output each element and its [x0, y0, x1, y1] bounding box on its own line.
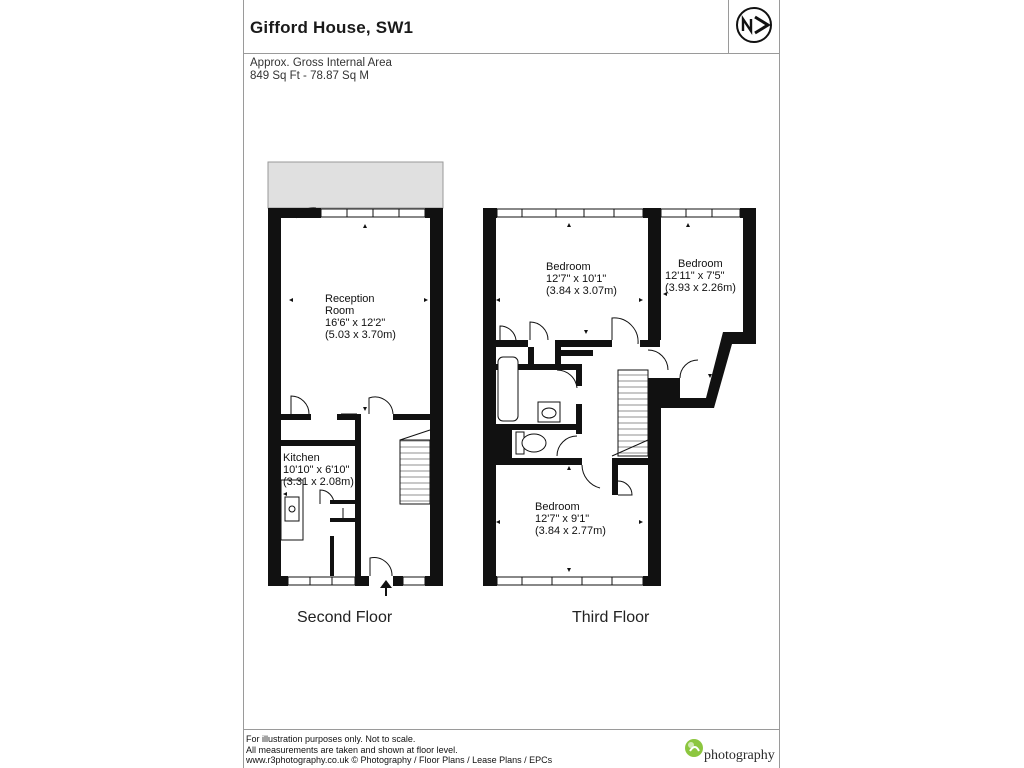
reception-imperial: 16'6" x 12'2" [325, 317, 385, 329]
bedroom3-metric: (3.84 x 2.77m) [535, 525, 606, 537]
gross-area: Approx. Gross Internal Area 849 Sq Ft - … [250, 57, 392, 83]
balcony [267, 161, 444, 209]
reception-metric: (5.03 x 3.70m) [325, 329, 396, 341]
title-bar [243, 0, 780, 54]
staircase-upper [617, 369, 649, 457]
footer-line-3: www.r3photography.co.uk © Photography / … [246, 755, 553, 765]
third-floor-plan: Bedroom 12'7" x 10'1" (3.84 x 3.07m) Bed… [483, 208, 756, 586]
plan-sheet [243, 0, 780, 768]
bedroom3-imperial: 12'7" x 9'1" [535, 513, 589, 525]
kitchen-label: Kitchen [283, 452, 320, 464]
footer-line-2: All measurements are taken and shown at … [246, 744, 458, 755]
second-floor-label: Second Floor [297, 609, 393, 626]
footer-line-1: For illustration purposes only. Not to s… [246, 734, 416, 744]
bedroom2-imperial: 12'11" x 7'5" [665, 270, 725, 282]
reception-label-1: Reception [325, 293, 375, 305]
footer-divider [243, 729, 780, 730]
reception-label-2: Room [325, 305, 354, 317]
bedroom2-metric: (3.93 x 2.26m) [665, 282, 736, 294]
r3-photography-logo: photography [685, 739, 775, 763]
logo-wordmark: photography [704, 748, 775, 763]
kitchen-metric: (3.31 x 2.08m) [283, 476, 354, 488]
gross-area-value: 849 Sq Ft - 78.87 Sq M [250, 70, 369, 82]
bedroom1-imperial: 12'7" x 10'1" [546, 273, 606, 285]
bedroom1-label: Bedroom [546, 261, 591, 273]
bathtub [497, 356, 519, 422]
bedroom2-label: Bedroom [678, 258, 723, 270]
third-floor-label: Third Floor [572, 609, 650, 626]
property-title: Gifford House, SW1 [250, 18, 414, 37]
footer-disclaimer: For illustration purposes only. Not to s… [246, 734, 552, 766]
entrance-arrow-icon [380, 580, 392, 596]
second-floor-plan: Reception Room 16'6" x 12'2" (5.03 x 3.7… [267, 161, 444, 596]
kitchen-imperial: 10'10" x 6'10" [283, 464, 350, 476]
staircase [399, 439, 431, 505]
gross-area-label: Approx. Gross Internal Area [250, 57, 392, 69]
north-arrow-icon [736, 7, 772, 43]
bedroom1-metric: (3.84 x 3.07m) [546, 285, 617, 297]
north-divider [728, 0, 729, 53]
bedroom3-label: Bedroom [535, 501, 580, 513]
